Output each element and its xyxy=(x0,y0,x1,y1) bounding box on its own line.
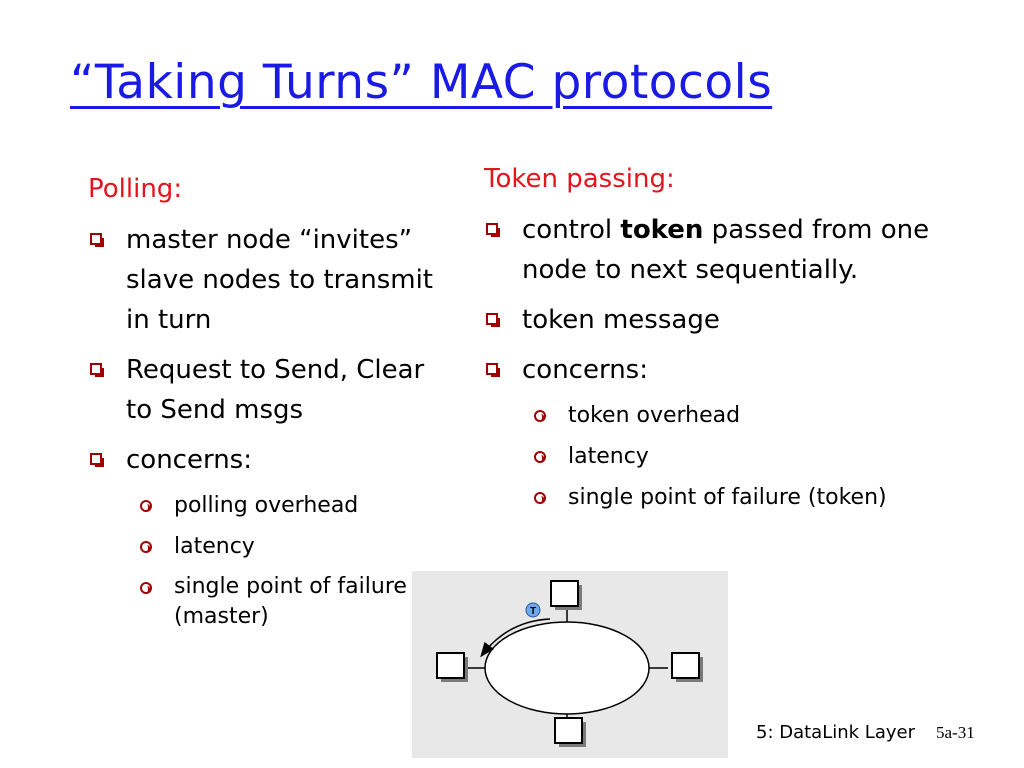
node-right xyxy=(671,652,703,682)
list-item-text: single point of failure (token) xyxy=(568,485,887,510)
list-item: token overhead xyxy=(532,400,984,431)
list-item: single point of failure (master) xyxy=(138,572,414,632)
circle-bullet-icon xyxy=(534,492,546,504)
list-item-text: passed from one node to next sequentiall… xyxy=(522,215,930,285)
list-item-text: latency xyxy=(568,444,649,469)
square-bullet-icon xyxy=(486,363,500,377)
node-top xyxy=(550,580,582,610)
token-passing-heading: Token passing: xyxy=(484,164,675,194)
footer-chapter: 5: DataLink Layer xyxy=(756,722,915,743)
list-item-text: latency xyxy=(174,534,255,559)
list-item-text: concerns: xyxy=(126,445,252,475)
token-ring-svg: T xyxy=(436,580,703,747)
node-left xyxy=(436,652,468,682)
list-item: latency xyxy=(138,531,458,562)
list-item-text: token message xyxy=(522,305,720,335)
token-list: control token passed from one node to ne… xyxy=(484,210,984,390)
square-bullet-icon xyxy=(486,313,500,327)
circle-bullet-icon xyxy=(534,451,546,463)
token-ring-diagram: T xyxy=(412,571,728,758)
token-bold-text: token xyxy=(620,215,704,245)
circle-bullet-icon xyxy=(534,410,546,422)
polling-heading: Polling: xyxy=(88,174,183,204)
list-item: control token passed from one node to ne… xyxy=(484,210,952,290)
circle-bullet-icon xyxy=(140,582,152,594)
circle-bullet-icon xyxy=(140,541,152,553)
square-bullet-icon xyxy=(486,223,500,237)
node-bottom xyxy=(554,717,586,747)
list-item-text: master node “invites” slave nodes to tra… xyxy=(126,225,433,335)
list-item-text: polling overhead xyxy=(174,493,359,518)
circle-bullet-icon xyxy=(140,500,152,512)
polling-list: master node “invites” slave nodes to tra… xyxy=(88,220,458,480)
list-item: concerns: xyxy=(484,350,984,390)
square-bullet-icon xyxy=(90,233,104,247)
list-item: single point of failure (token) xyxy=(532,482,984,513)
list-item-text: control xyxy=(522,215,621,245)
square-bullet-icon xyxy=(90,363,104,377)
list-item: latency xyxy=(532,441,984,472)
list-item-text: single point of failure (master) xyxy=(174,574,407,629)
footer-page-number: 5a-31 xyxy=(936,723,975,742)
square-bullet-icon xyxy=(90,453,104,467)
polling-column: Polling: master node “invites” slave nod… xyxy=(88,172,458,642)
list-item: master node “invites” slave nodes to tra… xyxy=(88,220,458,340)
slide-title: “Taking Turns” MAC protocols xyxy=(70,55,773,110)
list-item: token message xyxy=(484,300,984,340)
token-label: T xyxy=(530,606,536,617)
list-item: polling overhead xyxy=(138,490,458,521)
list-item-text: concerns: xyxy=(522,355,648,385)
token-concerns-list: token overhead latency single point of f… xyxy=(484,400,984,513)
list-item-text: Request to Send, Clear to Send msgs xyxy=(126,355,425,425)
token-arrow xyxy=(480,618,551,658)
list-item-text: token overhead xyxy=(568,403,741,428)
token-passing-column: Token passing: control token passed from… xyxy=(484,162,984,523)
list-item: concerns: xyxy=(88,440,458,480)
token-icon: T xyxy=(525,602,541,618)
polling-concerns-list: polling overhead latency single point of… xyxy=(88,490,458,632)
list-item: Request to Send, Clear to Send msgs xyxy=(88,350,458,430)
ring-ellipse xyxy=(484,621,650,715)
